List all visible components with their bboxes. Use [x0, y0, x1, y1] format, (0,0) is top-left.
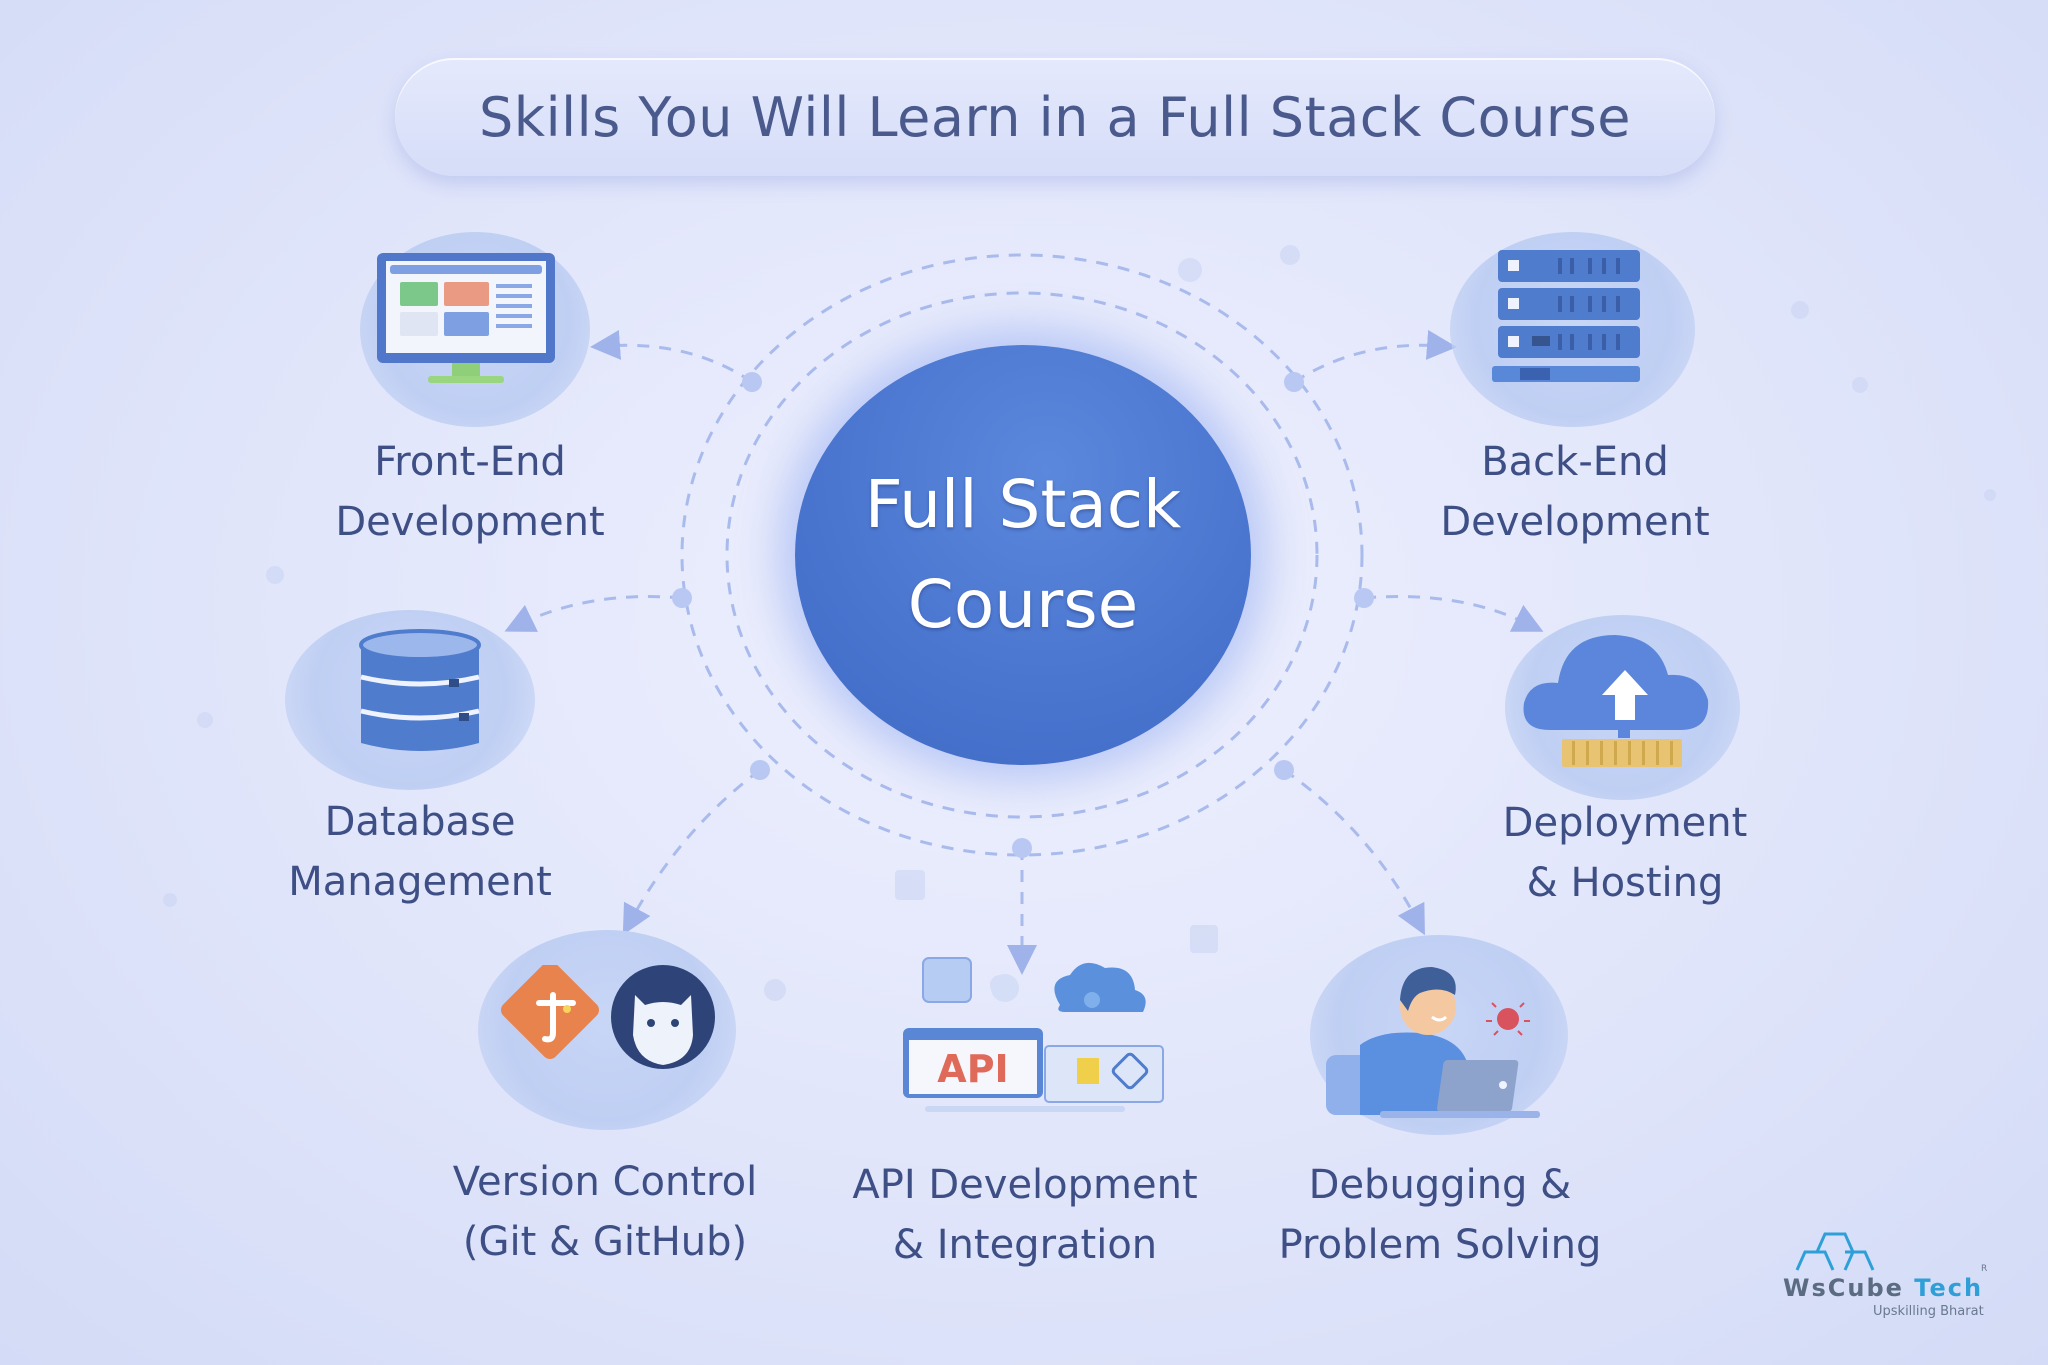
git-icon: [500, 965, 600, 1060]
brand-tagline: Upskilling Bharat: [1873, 1304, 1984, 1319]
brand-part1: WsCube: [1783, 1274, 1904, 1302]
full-stack-course-hub: Full Stack Course: [795, 345, 1251, 765]
hub-title-line1: Full Stack: [864, 466, 1182, 543]
wscube-tech-logo: WsCube Tech R Upskilling Bharat: [1775, 1220, 2005, 1320]
skill-label-line2: & Integration: [892, 1222, 1158, 1268]
github-icon: [611, 965, 715, 1069]
brand-part2: Tech: [1914, 1274, 1984, 1302]
skill-label-line1: Back-End: [1481, 439, 1669, 485]
skill-label-line2: Management: [288, 859, 552, 905]
git-github-icon: [500, 965, 715, 1069]
skill-label-line1: API Development: [852, 1162, 1198, 1208]
developer-bug-icon: [1326, 967, 1540, 1118]
hexagon-logo-icon: [1795, 1232, 1875, 1271]
page-title: Skills You Will Learn in a Full Stack Co…: [479, 85, 1631, 149]
skill-label-line2: & Hosting: [1526, 860, 1724, 906]
bug-icon: [1486, 1002, 1530, 1036]
brand-name: WsCube Tech: [1783, 1274, 1983, 1302]
api-icon: API: [903, 957, 1164, 1112]
svg-text:API: API: [937, 1047, 1008, 1091]
server-icon: [1492, 250, 1640, 382]
skill-label-line2: Development: [335, 499, 605, 545]
skill-label-line2: Development: [1440, 499, 1710, 545]
cloud-upload-icon: [1523, 635, 1709, 767]
registered-mark: R: [1981, 1264, 1988, 1274]
hub-title-line2: Course: [907, 566, 1139, 643]
skill-label-line1: Deployment: [1502, 800, 1748, 846]
skill-label-line2: (Git & GitHub): [462, 1219, 748, 1265]
database-icon: [359, 629, 481, 751]
skill-label-line1: Debugging &: [1308, 1162, 1572, 1208]
monitor-icon: [377, 253, 555, 383]
skill-label-line1: Version Control: [452, 1159, 758, 1205]
title-banner: Skills You Will Learn in a Full Stack Co…: [395, 58, 1715, 176]
skill-label-line1: Database: [324, 799, 516, 845]
skill-label-line1: Front-End: [374, 439, 566, 485]
skill-label-line2: Problem Solving: [1278, 1222, 1602, 1268]
